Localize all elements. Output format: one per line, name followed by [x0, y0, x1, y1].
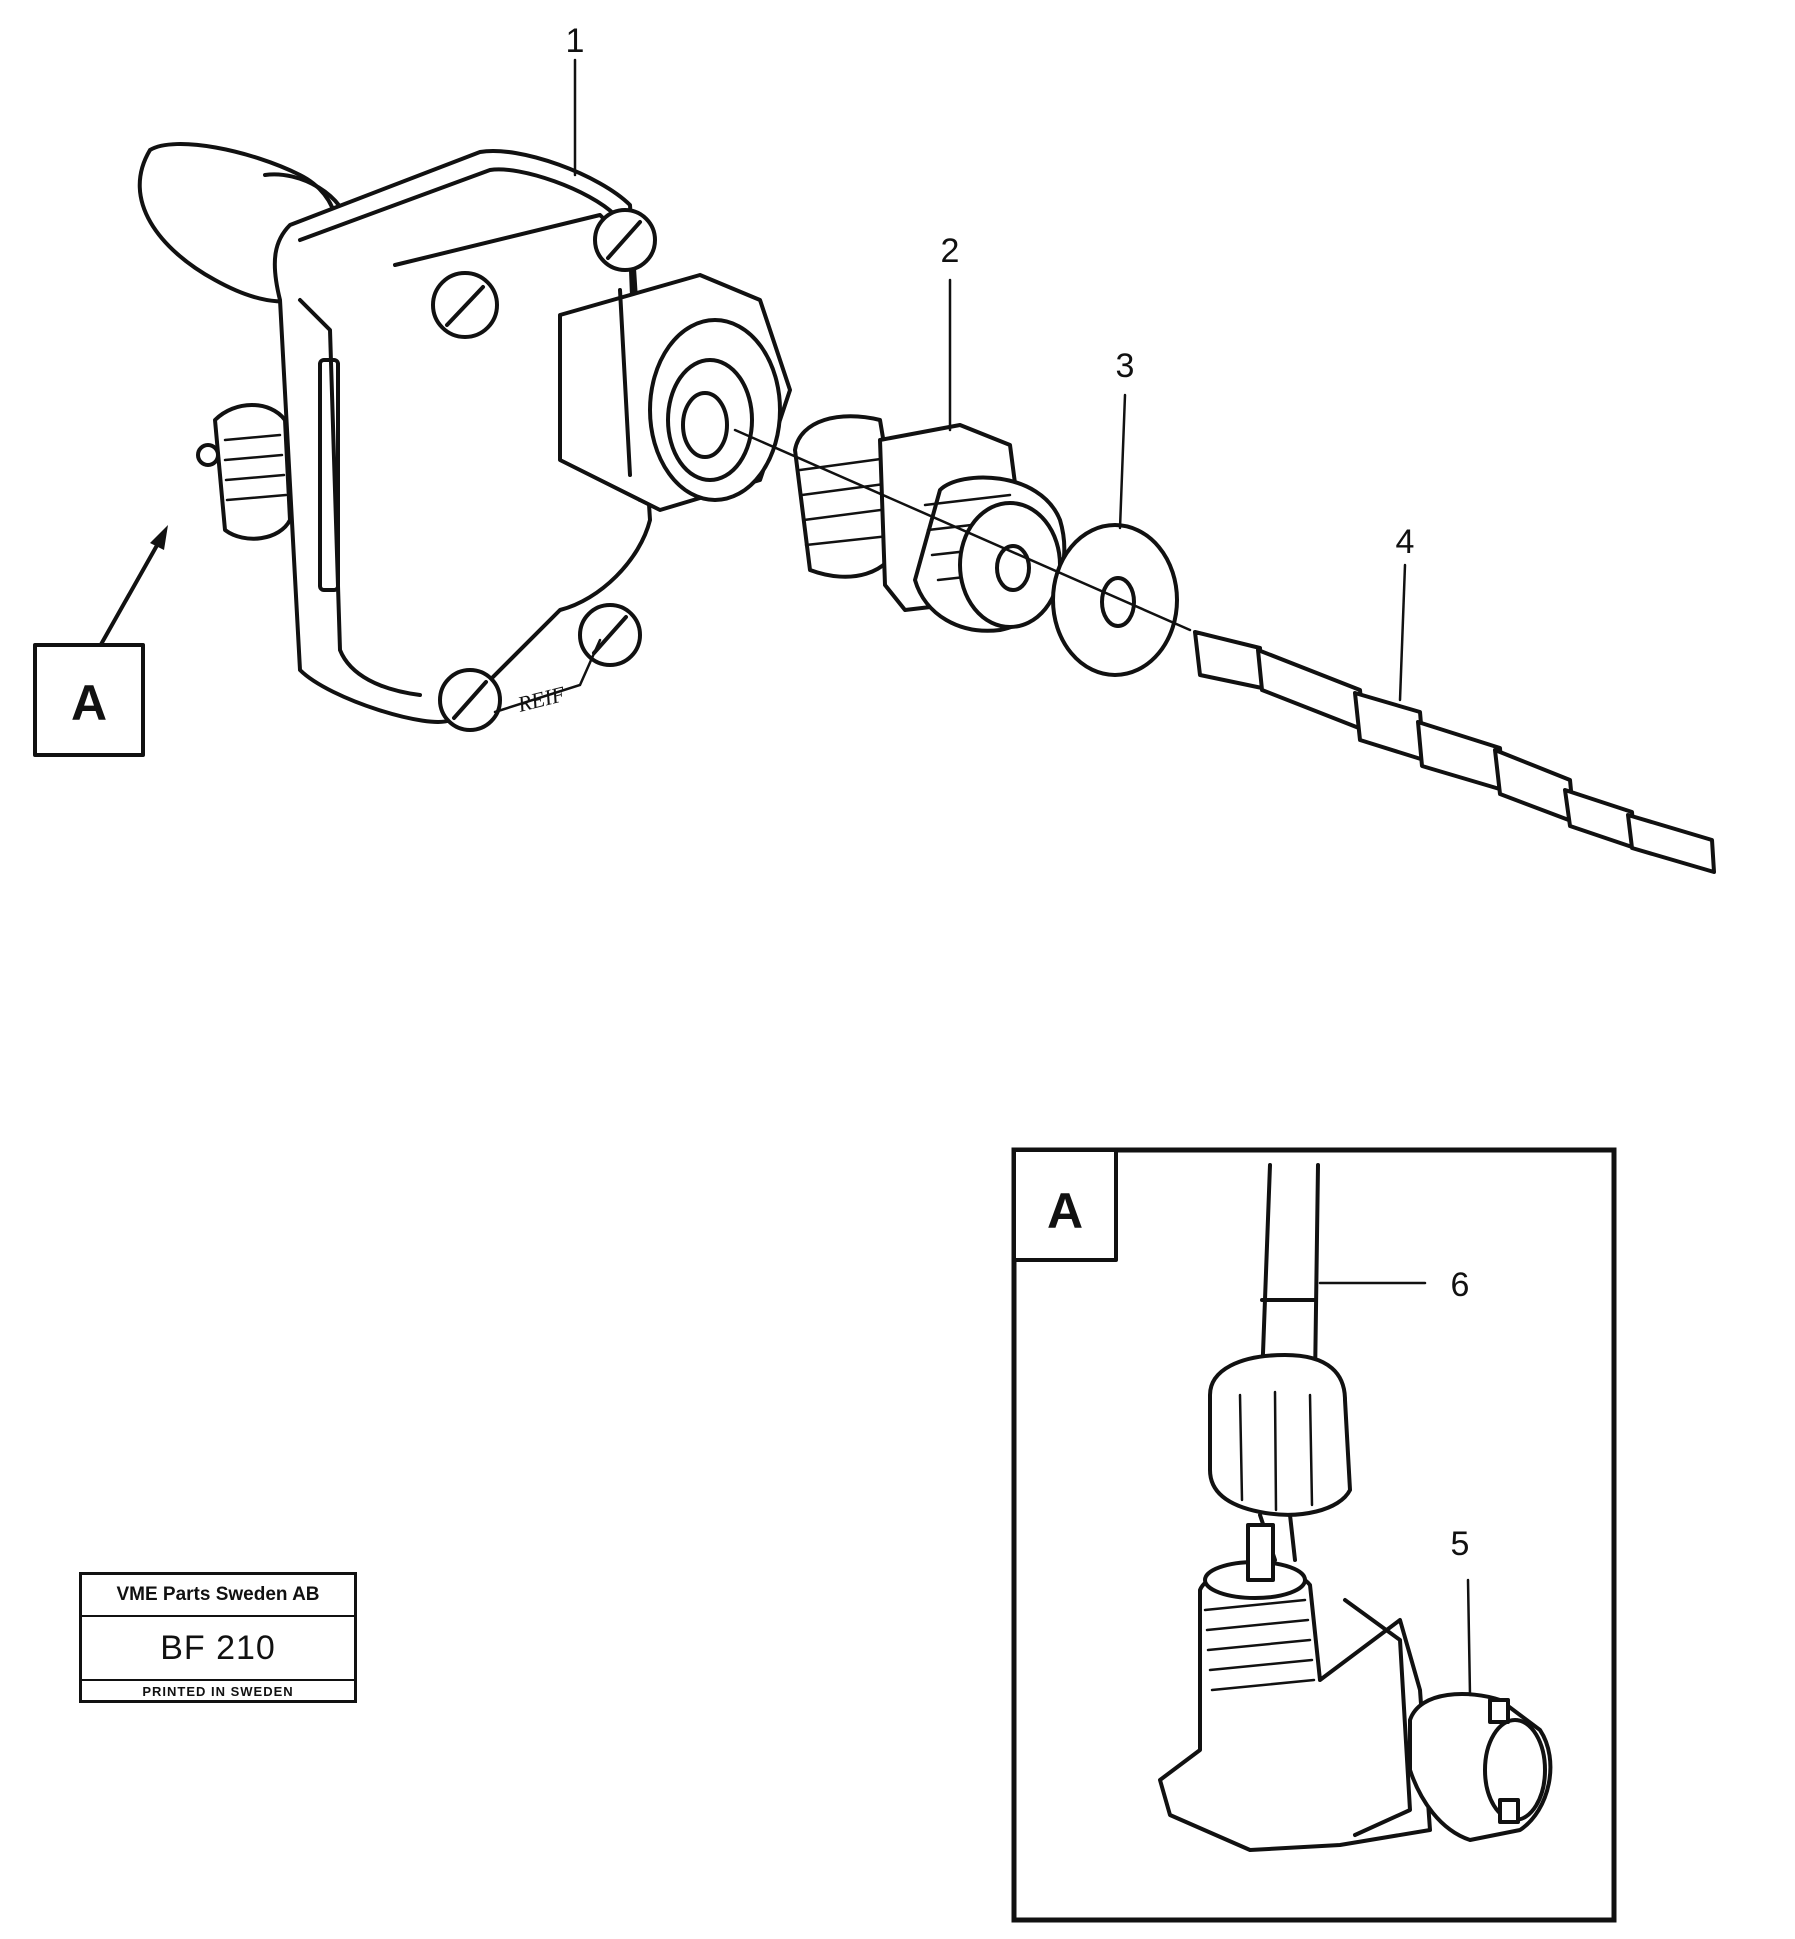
title-block-code: BF 210	[160, 1629, 276, 1667]
view-a-label: A	[71, 675, 107, 731]
title-block: VME Parts Sweden AB BF 210 PRINTED IN SW…	[79, 1572, 357, 1703]
part-5-angle-connector	[1158, 1523, 1553, 1852]
callout-1: 1	[566, 22, 585, 60]
housing-marking: REIF	[514, 681, 568, 717]
callout-leaders	[573, 58, 1472, 1697]
view-a-indicator: A	[33, 525, 168, 757]
part-1-drive-housing: REIF	[137, 142, 792, 732]
callout-2: 2	[941, 232, 960, 270]
callout-6: 6	[1451, 1266, 1470, 1304]
part-3-washer	[1051, 523, 1179, 677]
part-4-drive-shaft	[733, 428, 1716, 874]
callout-3: 3	[1116, 347, 1135, 385]
title-block-company: VME Parts Sweden AB	[82, 1575, 354, 1617]
detail-a-label: A	[1047, 1183, 1083, 1239]
detail-a-frame: A	[1011, 1147, 1617, 1923]
title-block-footer: PRINTED IN SWEDEN	[82, 1679, 354, 1703]
callout-4: 4	[1396, 523, 1415, 561]
callout-5: 5	[1451, 1525, 1470, 1563]
screw-heads	[431, 208, 657, 732]
part-2-threaded-adapter	[793, 414, 1067, 633]
part-6-speedometer-cable	[1208, 1163, 1352, 1562]
